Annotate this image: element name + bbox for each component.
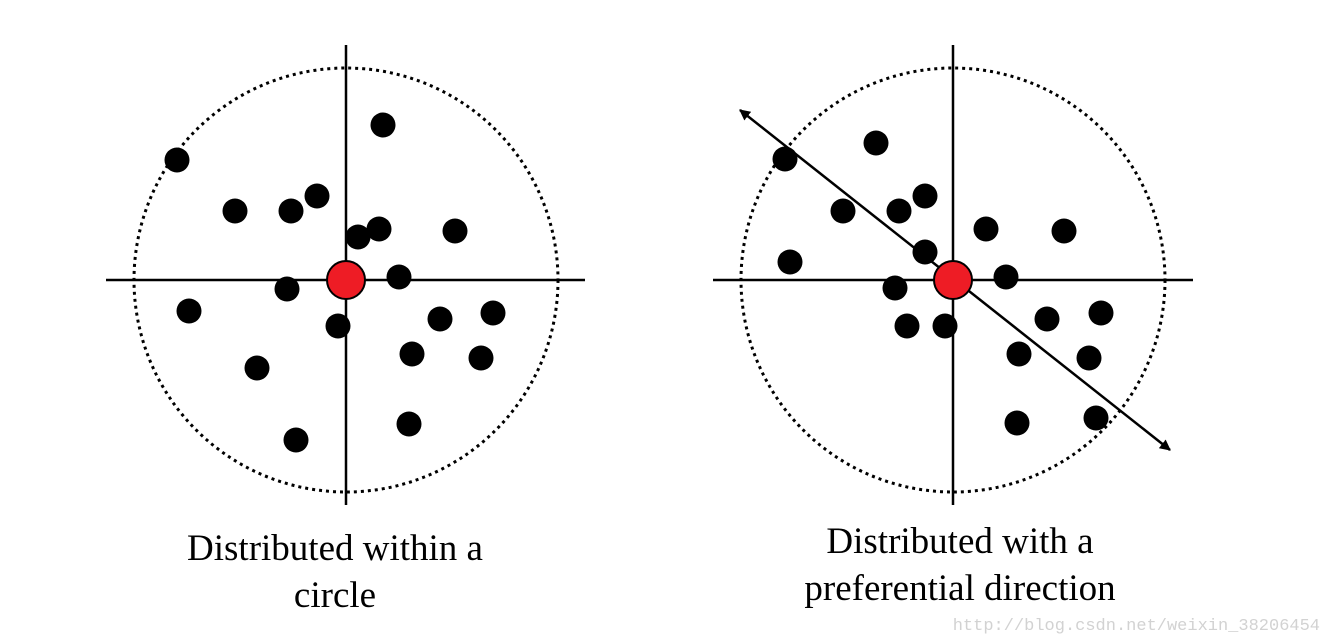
caption-right: Distributed with a preferential directio… bbox=[740, 518, 1180, 612]
scatter-point bbox=[863, 130, 889, 156]
scatter-point bbox=[1083, 405, 1109, 431]
scatter-point bbox=[1088, 300, 1114, 326]
panel-directional-distribution bbox=[713, 45, 1193, 505]
scatter-point bbox=[973, 216, 999, 242]
scatter-point bbox=[1034, 306, 1060, 332]
scatter-point bbox=[366, 216, 392, 242]
scatter-point bbox=[912, 183, 938, 209]
scatter-point bbox=[468, 345, 494, 371]
caption-right-line1: Distributed with a bbox=[826, 521, 1094, 562]
scatter-point bbox=[244, 355, 270, 381]
scatter-point bbox=[442, 218, 468, 244]
scatter-point bbox=[777, 249, 803, 275]
caption-right-line2: preferential direction bbox=[804, 568, 1116, 609]
scatter-point bbox=[1004, 410, 1030, 436]
scatter-points bbox=[164, 112, 506, 453]
caption-left: Distributed within a circle bbox=[115, 525, 555, 619]
scatter-point bbox=[912, 239, 938, 265]
scatter-point bbox=[427, 306, 453, 332]
scatter-point bbox=[274, 276, 300, 302]
scatter-point bbox=[222, 198, 248, 224]
scatter-point bbox=[386, 264, 412, 290]
scatter-point bbox=[886, 198, 912, 224]
scatter-point bbox=[1006, 341, 1032, 367]
scatter-point bbox=[882, 275, 908, 301]
center-point bbox=[326, 260, 366, 300]
scatter-point bbox=[396, 411, 422, 437]
caption-left-line1: Distributed within a bbox=[187, 528, 483, 569]
caption-left-line2: circle bbox=[293, 575, 377, 616]
scatter-point bbox=[176, 298, 202, 324]
scatter-point bbox=[370, 112, 396, 138]
scatter-point bbox=[164, 147, 190, 173]
scatter-point bbox=[772, 146, 798, 172]
scatter-point bbox=[325, 313, 351, 339]
scatter-point bbox=[1076, 345, 1102, 371]
panel-circle-distribution bbox=[106, 45, 585, 505]
center-point bbox=[933, 260, 973, 300]
scatter-point bbox=[1051, 218, 1077, 244]
scatter-point bbox=[345, 224, 371, 250]
scatter-point bbox=[932, 313, 958, 339]
scatter-point bbox=[993, 264, 1019, 290]
watermark: http://blog.csdn.net/weixin_38206454 bbox=[952, 617, 1320, 636]
scatter-point bbox=[894, 313, 920, 339]
scatter-point bbox=[278, 198, 304, 224]
scatter-point bbox=[283, 427, 309, 453]
scatter-points bbox=[772, 130, 1114, 436]
scatter-point bbox=[399, 341, 425, 367]
scatter-point bbox=[480, 300, 506, 326]
scatter-point bbox=[304, 183, 330, 209]
scatter-point bbox=[830, 198, 856, 224]
